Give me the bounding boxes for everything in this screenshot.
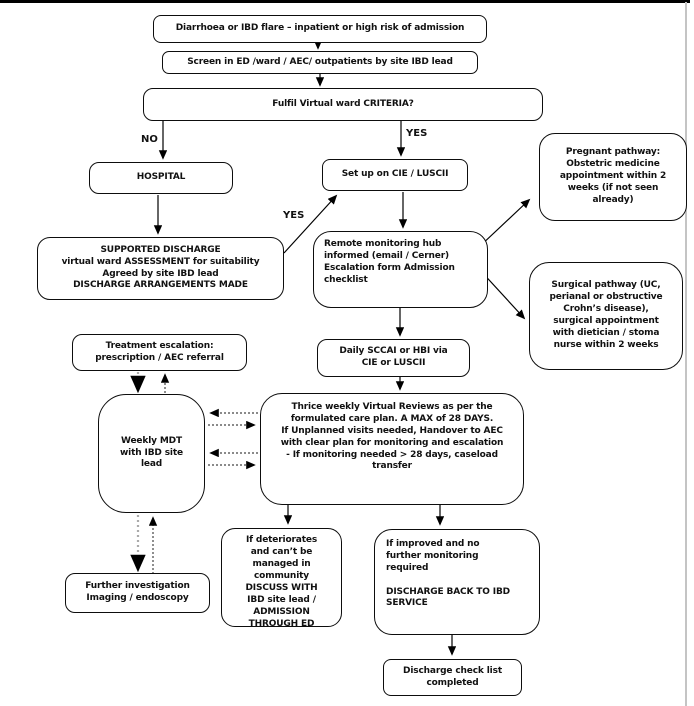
node-setup-cie: Set up on CIE / LUSCII xyxy=(322,159,468,191)
node-daily-sccai: Daily SCCAI or HBI via CIE or LUSCII xyxy=(317,339,470,377)
dotted-dark-arrows xyxy=(148,373,258,574)
label-no: NO xyxy=(141,134,158,145)
node-hospital: HOSPITAL xyxy=(89,162,233,194)
node-improved: If improved and no further monitoring re… xyxy=(374,529,540,635)
node-discharge-checklist: Discharge check list completed xyxy=(383,659,522,696)
node-further-investigation: Further investigation Imaging / endoscop… xyxy=(65,573,210,613)
label-yes-diagonal: YES xyxy=(283,210,305,221)
node-criteria: Fulfil Virtual ward CRITERIA? xyxy=(143,88,543,121)
solid-arrows xyxy=(153,40,531,656)
page-top-border xyxy=(0,0,690,3)
arrow-supported-setup-yes xyxy=(283,194,338,254)
node-deteriorates: If deteriorates and can’t be managed in … xyxy=(221,528,342,627)
label-yes-top: YES xyxy=(406,128,428,139)
node-weekly-mdt: Weekly MDT with IBD site lead xyxy=(98,394,205,513)
node-screen: Screen in ED /ward / AEC/ outpatients by… xyxy=(162,51,478,74)
node-diarrhoea-flare: Diarrhoea or IBD flare – inpatient or hi… xyxy=(153,15,487,43)
node-supported-discharge: SUPPORTED DISCHARGE virtual ward ASSESSM… xyxy=(37,237,284,300)
page-right-border xyxy=(685,2,687,706)
node-pregnant-pathway: Pregnant pathway: Obstetric medicine app… xyxy=(539,133,687,221)
node-surgical-pathway: Surgical pathway (UC, perianal or obstru… xyxy=(529,262,683,370)
node-treatment-escalation: Treatment escalation: prescription / AEC… xyxy=(72,334,247,371)
node-remote-hub: Remote monitoring hub informed (email / … xyxy=(313,231,488,308)
arrow-remote-pregnant xyxy=(477,198,531,249)
node-virtual-reviews: Thrice weekly Virtual Reviews as per the… xyxy=(260,393,524,505)
